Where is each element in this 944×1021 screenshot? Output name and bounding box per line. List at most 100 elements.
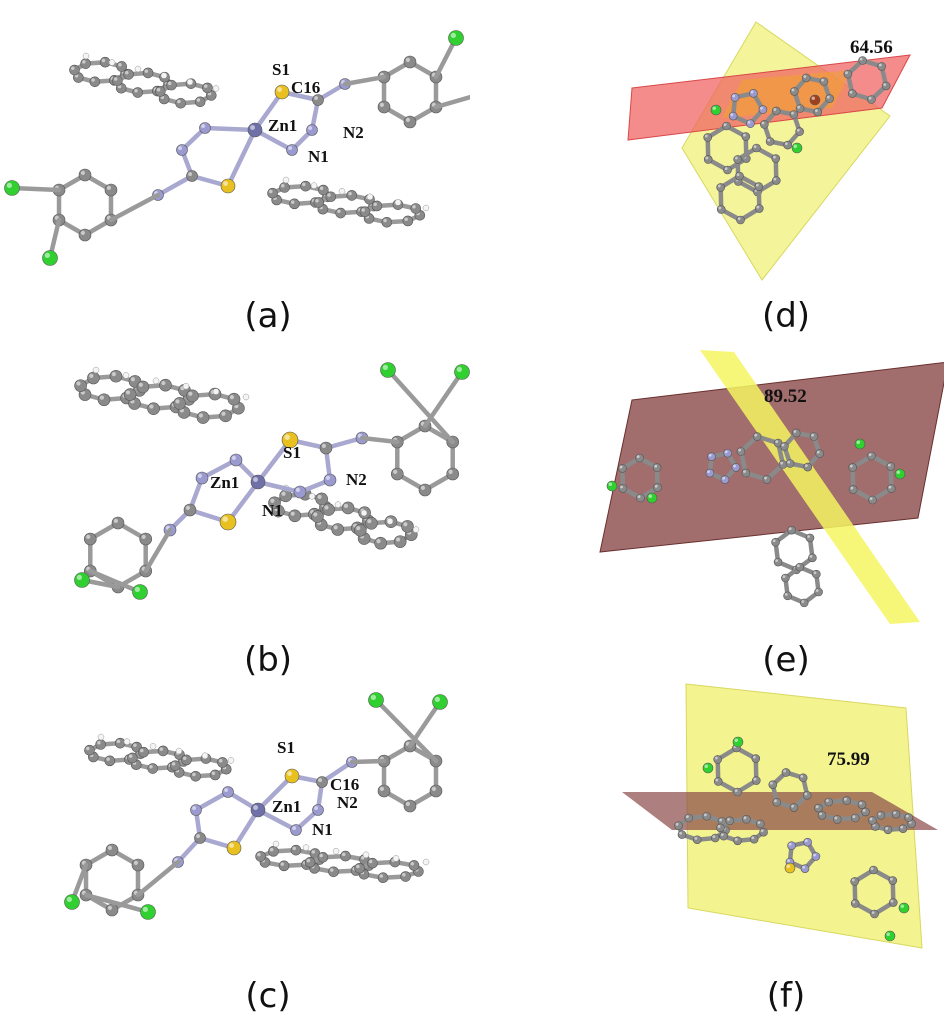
atom <box>799 598 809 608</box>
atom <box>848 89 857 98</box>
caption-e: (e) <box>762 640 810 680</box>
bond <box>252 89 285 133</box>
atom <box>742 814 751 824</box>
atom-highlight <box>750 90 754 94</box>
bond <box>231 807 261 851</box>
bond <box>373 697 439 764</box>
carbon-atom-highlight <box>113 77 118 81</box>
label-n2: N2 <box>343 123 364 142</box>
atom-highlight <box>849 464 853 468</box>
chlorine-atom-highlight <box>712 106 716 110</box>
atom <box>780 442 789 451</box>
atom <box>790 87 799 96</box>
label-n2: N2 <box>346 470 367 489</box>
atom <box>754 182 764 191</box>
carbon-atom-highlight <box>76 381 81 386</box>
atom-highlight <box>761 121 765 125</box>
carbon-atom-highlight <box>196 834 200 838</box>
carbon-atom-highlight <box>138 382 143 387</box>
atom-highlight <box>734 789 738 792</box>
atom <box>618 464 627 473</box>
atom <box>813 107 823 117</box>
planes-e: 89.52 <box>599 350 944 624</box>
atom-highlight <box>712 835 716 839</box>
nitrogen-atom-highlight <box>197 473 202 478</box>
atom-highlight <box>724 450 728 454</box>
atom <box>850 813 860 823</box>
carbon-atom-highlight <box>107 845 112 850</box>
atom-highlight <box>852 900 856 904</box>
atom <box>877 62 886 71</box>
atom <box>832 815 842 824</box>
nitrogen-atom-highlight <box>224 788 228 792</box>
atom <box>850 899 860 908</box>
atom-highlight <box>737 217 741 220</box>
carbon-atom-highlight <box>188 172 192 176</box>
carbon-atom-highlight <box>281 491 286 496</box>
carbon-atom-highlight <box>448 469 453 474</box>
sulfur-atom-highlight <box>284 434 291 440</box>
atom <box>746 119 755 128</box>
atom-highlight <box>718 206 722 210</box>
atom <box>713 777 723 786</box>
plane-brown <box>599 361 944 553</box>
atom <box>819 77 829 86</box>
atom-highlight <box>767 138 771 142</box>
bond <box>88 568 143 595</box>
bond <box>108 192 161 223</box>
chlorine-atom-highlight <box>734 738 738 742</box>
atom-highlight <box>791 88 795 92</box>
carbon-atom-highlight <box>330 868 334 872</box>
zinc-atom-highlight <box>253 805 258 810</box>
atom-highlight <box>707 470 710 474</box>
panel-f: 75.99 (f) <box>472 680 944 1021</box>
atom-highlight <box>714 756 718 760</box>
label-s1: S1 <box>272 60 290 79</box>
atom-highlight <box>675 822 679 826</box>
bond <box>135 859 181 898</box>
atom-highlight <box>819 812 822 816</box>
atom-highlight <box>773 799 777 803</box>
carbon-atom-highlight <box>128 754 133 758</box>
atom <box>772 176 781 185</box>
chlorine-atom-highlight <box>648 494 652 498</box>
atom <box>752 432 762 441</box>
bond <box>255 437 293 485</box>
hydrogen-atom <box>182 382 190 390</box>
atom <box>756 819 765 829</box>
atom-highlight <box>787 859 790 863</box>
labels-b: S1 Zn1 N2 N1 <box>210 443 367 520</box>
atom <box>762 475 772 484</box>
atom <box>803 462 813 472</box>
chlorine-atom <box>606 480 618 492</box>
carbon-atom-highlight <box>211 771 216 775</box>
carbon-atom-highlight <box>341 852 346 857</box>
atom-highlight <box>736 173 740 177</box>
atom-highlight <box>760 829 764 833</box>
hydrogen-atom <box>134 65 142 73</box>
atom <box>791 428 801 438</box>
atom-highlight <box>772 155 776 159</box>
carbon-atom-highlight <box>318 778 323 782</box>
atom <box>867 451 876 461</box>
atom <box>702 811 712 821</box>
atom <box>795 104 805 113</box>
atom <box>735 171 744 181</box>
atom-highlight <box>719 818 723 822</box>
chlorine-atom-highlight <box>370 694 376 700</box>
atom <box>888 876 898 885</box>
atom-highlight <box>871 911 875 914</box>
atom-highlight <box>720 833 724 837</box>
atom-highlight <box>869 817 873 821</box>
carbon-atom-highlight <box>175 399 180 404</box>
atom-highlight <box>620 485 623 489</box>
angle-value: 64.56 <box>850 37 893 58</box>
sulfur-atom-highlight <box>222 516 228 522</box>
nitrogen-atom-highlight <box>178 146 182 150</box>
atom-highlight <box>813 571 817 575</box>
atom-highlight <box>889 877 893 881</box>
label-s1: S1 <box>283 443 301 462</box>
carbon-atom-highlight <box>379 102 385 107</box>
atom <box>635 453 644 463</box>
atom-highlight <box>705 156 709 160</box>
